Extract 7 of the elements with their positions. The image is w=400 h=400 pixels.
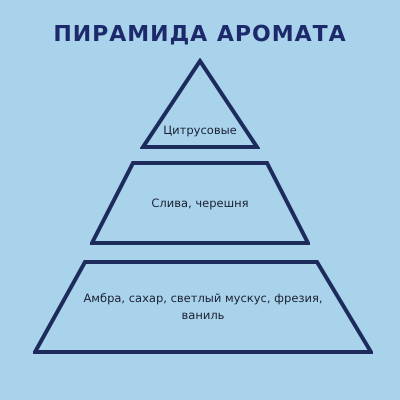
- pyramid-tier: [140, 58, 260, 150]
- tier-text: Слива, черешня: [151, 194, 249, 212]
- pyramid-tier: [90, 161, 310, 245]
- title: ПИРАМИДА АРОМАТА: [53, 21, 347, 49]
- tier-text: Амбра, сахар, светлый мускус, фрезия, ваниль: [82, 290, 324, 324]
- tier-text: Цитрусовые: [163, 122, 237, 139]
- pyramid-tier: [33, 260, 373, 354]
